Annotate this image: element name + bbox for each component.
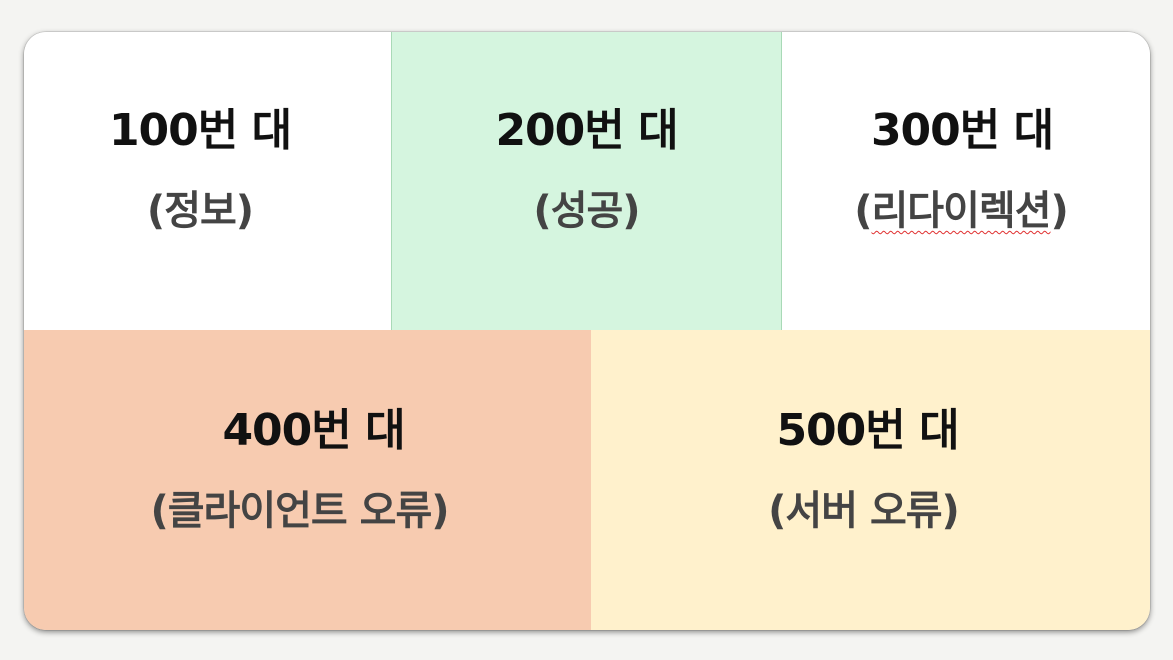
cell-200s: 200번 대 (성공) <box>391 32 782 330</box>
cell-subtitle: (클라이언트 오류) <box>150 488 449 534</box>
cell-400s: 400번 대 (클라이언트 오류) <box>24 330 591 630</box>
cell-subtitle: (성공) <box>533 188 640 234</box>
paren-open: ( <box>854 188 872 234</box>
cell-100s: 100번 대 (정보) <box>24 32 391 330</box>
cell-300s: 300번 대 (리다이렉션) <box>782 32 1150 330</box>
cell-subtitle: (서버 오류) <box>768 488 960 534</box>
cell-title: 500번 대 <box>776 405 959 456</box>
spellcheck-word: 리다이렉션 <box>871 188 1052 234</box>
cell-500s: 500번 대 (서버 오류) <box>591 330 1150 630</box>
cell-subtitle: (정보) <box>146 188 254 234</box>
cell-title: 400번 대 <box>222 405 405 456</box>
cell-title: 300번 대 <box>870 105 1054 156</box>
cell-title: 200번 대 <box>495 105 678 156</box>
cell-subtitle: (리다이렉션) <box>772 178 1150 236</box>
paren-close: ) <box>1050 188 1069 234</box>
status-code-grid: 100번 대 (정보) 200번 대 (성공) 300번 대 (리다이렉션) 4… <box>24 32 1150 630</box>
cell-title: 100번 대 <box>108 105 292 156</box>
